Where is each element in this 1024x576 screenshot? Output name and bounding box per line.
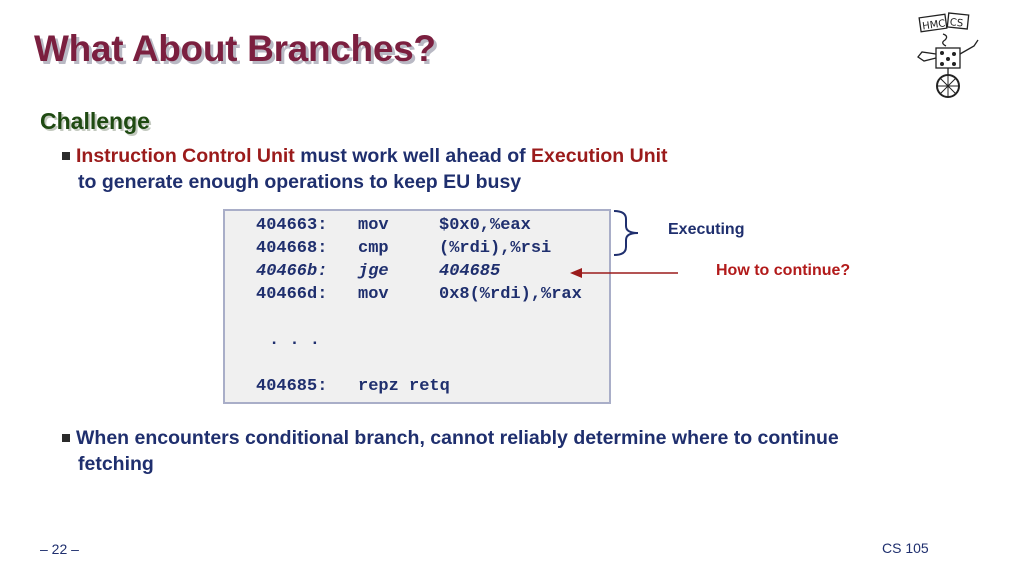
bullet1-middle: must work well ahead of	[294, 145, 532, 167]
hmc-cs-logo-icon: HMC CS	[917, 12, 979, 98]
assembly-code-box: 404663: mov $0x0,%eax 404668: cmp (%rdi)…	[223, 209, 611, 404]
bullet2-line2: fetching	[78, 453, 154, 475]
code-op-3: jge	[358, 262, 389, 281]
label-how-to-continue: How to continue?	[716, 262, 851, 279]
curly-brace-icon	[613, 210, 639, 256]
bullet-conditional-branch: When encounters conditional branch, cann…	[62, 425, 839, 477]
page-number: – 22 –	[40, 541, 79, 557]
code-addr-4: 40466d:	[256, 285, 328, 304]
logo-hmc-text: HMC	[922, 18, 946, 32]
bullet1-eu: Execution Unit	[531, 145, 668, 167]
code-args-4: 0x8(%rdi),%rax	[439, 285, 582, 304]
slide-title: What About Branches?	[34, 28, 436, 69]
bullet-instruction-control: Instruction Control Unit must work well …	[62, 143, 668, 195]
code-op-2: cmp	[358, 239, 389, 258]
code-addr-1: 404663:	[256, 216, 328, 235]
subheading-challenge: Challenge	[40, 108, 150, 134]
code-op-last: repz retq	[358, 377, 450, 396]
label-executing: Executing	[668, 221, 745, 238]
logo-cs-text: CS	[949, 17, 963, 29]
code-ellipsis: . . .	[269, 331, 321, 350]
course-label: CS 105	[882, 540, 929, 556]
code-op-1: mov	[358, 216, 389, 235]
code-addr-last: 404685:	[256, 377, 328, 396]
code-op-4: mov	[358, 285, 389, 304]
code-args-1: $0x0,%eax	[439, 216, 531, 235]
bullet2-line1: When encounters conditional branch, cann…	[76, 427, 839, 449]
arrow-left-icon	[570, 268, 678, 278]
code-addr-2: 404668:	[256, 239, 328, 258]
bullet-square-icon	[62, 152, 70, 160]
bullet-square-icon	[62, 434, 70, 442]
code-args-2: (%rdi),%rsi	[439, 239, 552, 258]
bullet1-icu: Instruction Control Unit	[76, 145, 295, 167]
code-args-3: 404685	[439, 262, 501, 281]
bullet1-line2: to generate enough operations to keep EU…	[78, 171, 522, 193]
code-addr-3: 40466b:	[256, 262, 328, 281]
